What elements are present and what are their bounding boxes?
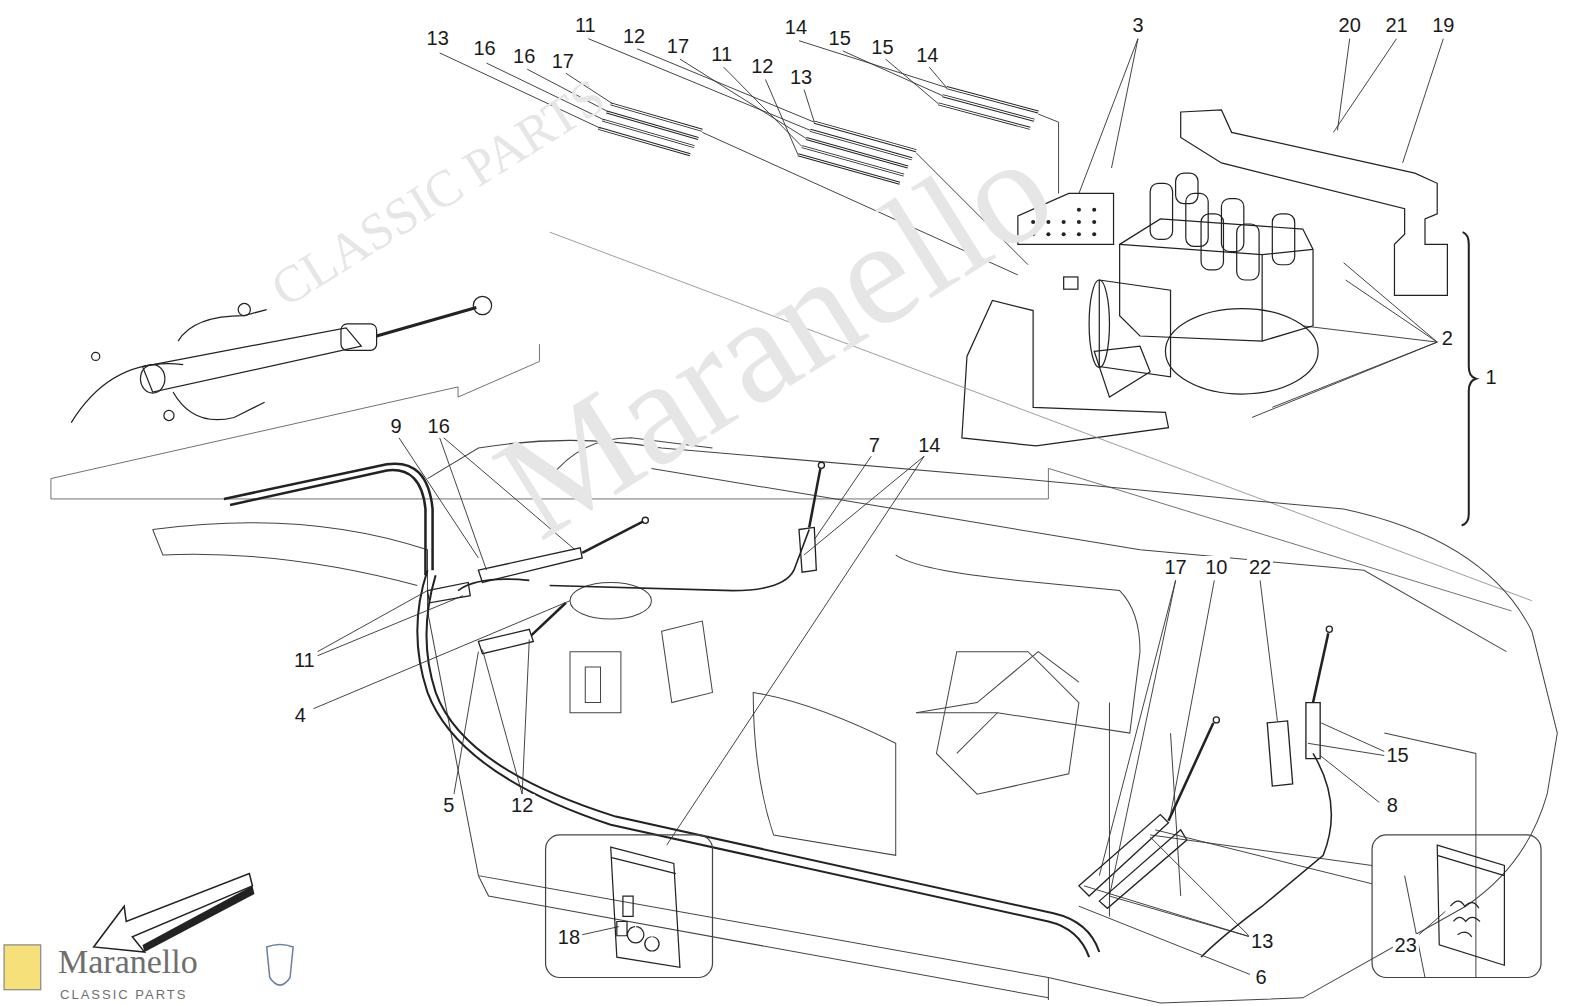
callout-number: 12	[509, 794, 535, 816]
callout-number: 17	[550, 50, 576, 72]
callout-number: 4	[293, 704, 308, 726]
callout-number: 2	[1440, 327, 1455, 349]
callout-number: 23	[1393, 934, 1419, 956]
callout-number: 15	[869, 36, 895, 58]
callout-number: 15	[1384, 744, 1410, 766]
watermark-text: Maranello	[472, 109, 1074, 563]
callout-number: 1	[1484, 366, 1499, 388]
callout-number: 5	[441, 794, 456, 816]
callout-number: 19	[1430, 14, 1456, 36]
callout-number: 8	[1385, 794, 1400, 816]
callout-number: 22	[1247, 556, 1273, 578]
callout-number: 14	[783, 16, 809, 38]
callout-number: 12	[749, 55, 775, 77]
callout-number: 3	[1130, 14, 1145, 36]
callout-number: 12	[621, 25, 647, 47]
callout-number: 15	[827, 27, 853, 49]
callout-number: 13	[788, 66, 814, 88]
callout-number: 10	[1203, 556, 1229, 578]
callout-number: 11	[292, 649, 317, 671]
watermark-text: CLASSIC PARTS	[262, 71, 612, 317]
brand-subtitle: CLASSIC PARTS	[60, 986, 187, 1001]
callout-number: 16	[471, 37, 497, 59]
callout-number: 17	[665, 35, 691, 57]
callout-number: 6	[1254, 966, 1269, 988]
callout-number: 18	[556, 926, 582, 948]
callout-number: 16	[511, 45, 537, 67]
callout-number: 13	[1249, 930, 1275, 952]
callout-number: 14	[916, 434, 942, 456]
callout-number: 13	[425, 27, 451, 49]
callout-number: 7	[867, 434, 882, 456]
callout-number: 16	[426, 415, 452, 437]
brand-logo-text: Maranello	[58, 944, 198, 980]
callout-number: 20	[1337, 14, 1363, 36]
callout-number: 21	[1383, 14, 1409, 36]
callout-number: 11	[709, 43, 734, 65]
callout-number: 11	[573, 14, 598, 36]
callout-number: 17	[1163, 556, 1189, 578]
callout-number: 9	[388, 415, 403, 437]
callout-number: 14	[914, 44, 940, 66]
